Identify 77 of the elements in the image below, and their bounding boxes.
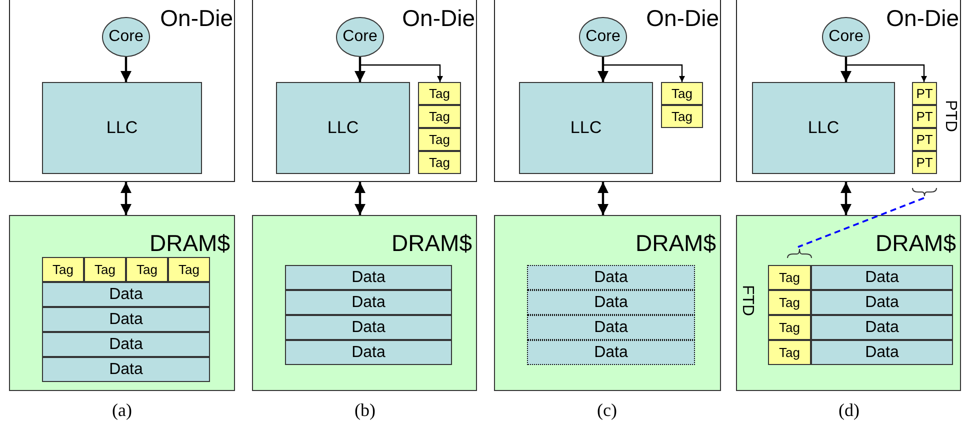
data-cell: Data <box>42 332 210 357</box>
data-cell: Data <box>285 265 452 290</box>
arrow <box>598 57 608 82</box>
arrow <box>598 182 608 215</box>
region-label: DRAM$ <box>391 232 472 255</box>
dram-cache-box <box>252 215 477 391</box>
tag-cell: Tag <box>84 257 126 282</box>
dram-cache-box <box>736 215 961 391</box>
dram-cache-box <box>9 215 235 391</box>
arrow <box>845 57 927 82</box>
region-label: On-Die <box>160 7 233 30</box>
tag-directory-group <box>910 82 958 198</box>
panel-caption: (b) <box>354 400 376 421</box>
tag-cell: PT <box>912 151 937 174</box>
tag-cell: Tag <box>42 257 84 282</box>
tag-cell: Tag <box>768 340 811 365</box>
panel-caption: (a) <box>112 400 132 421</box>
region-label: DRAM$ <box>635 232 716 255</box>
tag-cell: PT <box>912 82 937 105</box>
directory-label: PTD <box>942 100 958 132</box>
core-ellipse: Core <box>102 17 150 57</box>
panel-caption: (c) <box>597 400 617 421</box>
cache-block: LLC <box>752 82 895 174</box>
tag-cell: Tag <box>661 105 703 128</box>
arrow <box>120 57 132 82</box>
data-cell: Data <box>42 307 210 332</box>
tag-cell: Tag <box>126 257 168 282</box>
panel-caption: (d) <box>838 400 860 421</box>
tag-cell: Tag <box>661 82 703 105</box>
data-cell: Data <box>811 290 953 315</box>
data-cell: Data <box>811 315 953 340</box>
dashed-connector <box>798 197 924 248</box>
arrow <box>354 57 366 82</box>
tag-cell: Tag <box>418 82 461 105</box>
data-cell: Data <box>285 340 452 365</box>
core-ellipse: Core <box>336 17 384 57</box>
data-cell: Data <box>811 340 953 365</box>
data-cell: Data <box>527 265 695 290</box>
tag-cell: PT <box>912 105 937 128</box>
cache-block: LLC <box>519 82 653 174</box>
tag-cell: Tag <box>768 265 811 290</box>
region-label: DRAM$ <box>875 232 956 255</box>
data-cell: Data <box>811 265 953 290</box>
data-cell: Data <box>285 290 452 315</box>
data-cell: Data <box>285 315 452 340</box>
region-label: DRAM$ <box>149 232 230 255</box>
tag-cell: Tag <box>768 315 811 340</box>
region-label: On-Die <box>886 7 959 30</box>
tag-cell: Tag <box>418 151 461 174</box>
cache-block: LLC <box>276 82 410 174</box>
data-cell: Data <box>42 357 210 382</box>
arrow <box>354 182 366 215</box>
region-label: On-Die <box>402 7 475 30</box>
chip-boundary <box>252 0 477 182</box>
data-cell: Data <box>527 290 695 315</box>
chip-boundary <box>9 0 235 182</box>
data-cell: Data <box>527 315 695 340</box>
arrow <box>840 57 852 82</box>
tag-cell: Tag <box>768 290 811 315</box>
tag-cell: Tag <box>168 257 210 282</box>
arrow <box>120 182 132 215</box>
tag-cell: Tag <box>418 128 461 151</box>
arrow <box>840 182 852 215</box>
arrow <box>602 57 685 82</box>
cache-block: LLC <box>42 82 202 174</box>
arrow <box>359 57 443 82</box>
data-cell: Data <box>42 282 210 307</box>
directory-label: FTD <box>739 285 755 316</box>
region-label: On-Die <box>646 7 719 30</box>
chip-boundary <box>494 0 721 182</box>
data-cell: Data <box>527 340 695 365</box>
tag-cell: PT <box>912 128 937 151</box>
dram-cache-box <box>494 215 721 391</box>
core-ellipse: Core <box>822 17 870 57</box>
chip-boundary <box>736 0 961 182</box>
tag-cell: Tag <box>418 105 461 128</box>
core-ellipse: Core <box>579 17 627 57</box>
